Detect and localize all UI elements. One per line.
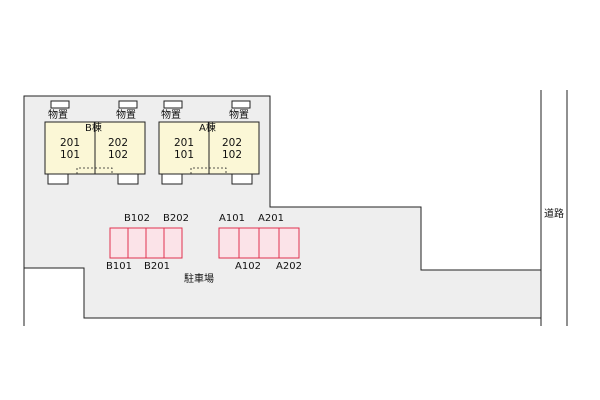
parking-space-label: B102 xyxy=(124,213,150,224)
parking-area-label: 駐車場 xyxy=(184,274,214,285)
parking-space-label: B202 xyxy=(163,213,189,224)
unit-label: 101 xyxy=(59,149,81,161)
parking-space-label: A102 xyxy=(235,261,261,272)
building-a xyxy=(158,121,260,185)
unit-label: 202 xyxy=(107,137,129,149)
storage-shed xyxy=(50,100,70,109)
parking-space-label: B201 xyxy=(144,261,170,272)
storage-label: 物置 xyxy=(161,110,181,121)
unit-label: 201 xyxy=(173,137,195,149)
building-a-name: A棟 xyxy=(199,123,216,134)
building-b-name: B棟 xyxy=(85,123,102,134)
unit-label: 201 xyxy=(59,137,81,149)
storage-label: 物置 xyxy=(48,110,68,121)
building-b xyxy=(44,121,146,185)
unit-label: 102 xyxy=(221,149,243,161)
storage-shed xyxy=(163,100,183,109)
parking-space-label: A201 xyxy=(258,213,284,224)
road-label: 道路 xyxy=(544,209,564,220)
parking-space-label: A202 xyxy=(276,261,302,272)
parking-space-label: B101 xyxy=(106,261,132,272)
parking-group-a xyxy=(218,227,300,259)
storage-label: 物置 xyxy=(229,110,249,121)
parking-group-b xyxy=(109,227,183,259)
unit-label: 202 xyxy=(221,137,243,149)
unit-label: 102 xyxy=(107,149,129,161)
storage-shed xyxy=(118,100,138,109)
storage-label: 物置 xyxy=(116,110,136,121)
parking-space-label: A101 xyxy=(219,213,245,224)
unit-label: 101 xyxy=(173,149,195,161)
storage-shed xyxy=(231,100,251,109)
